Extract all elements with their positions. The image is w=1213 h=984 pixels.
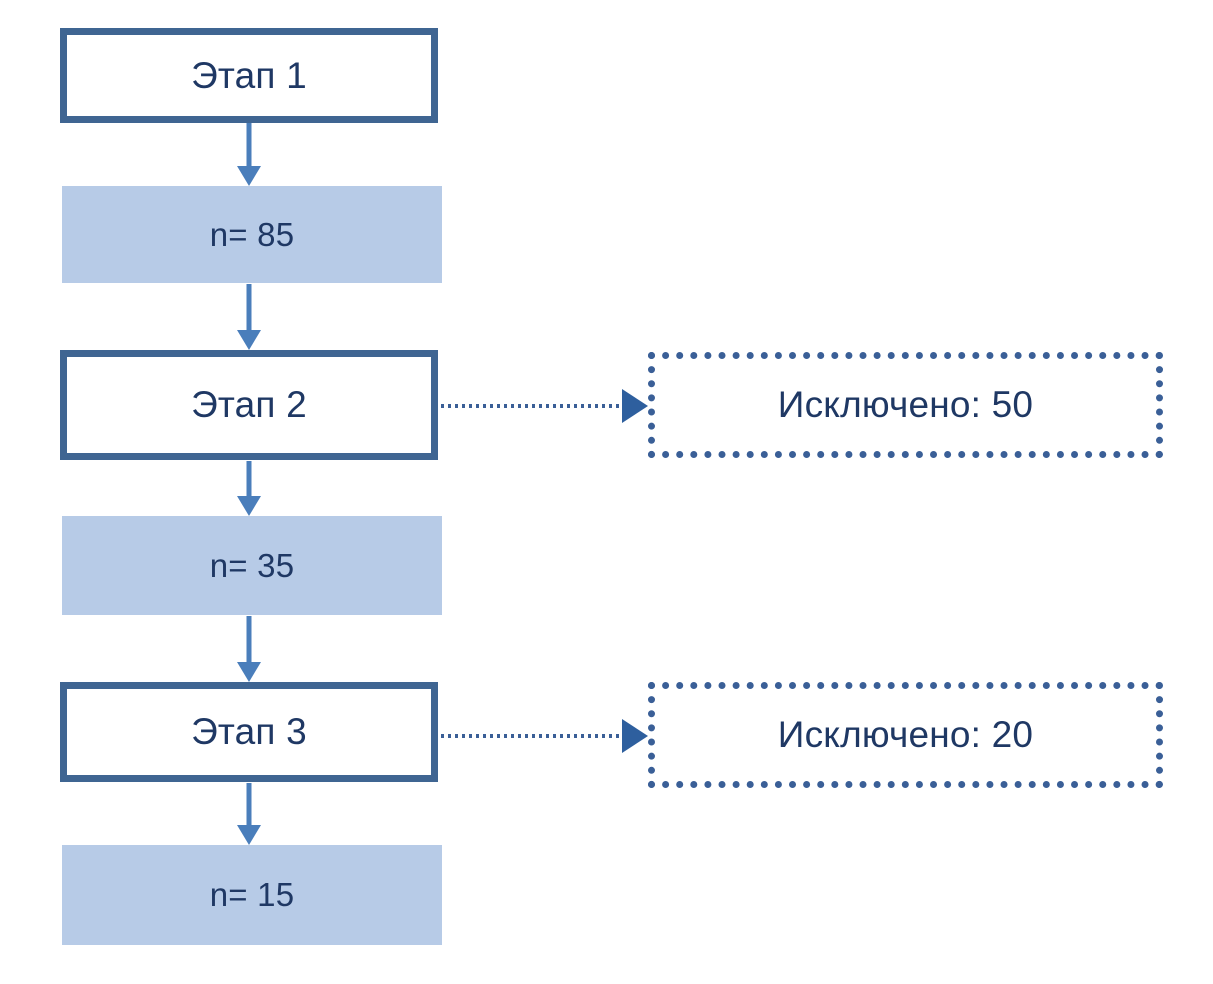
excluded-label-1: Исключено: 50 xyxy=(777,384,1034,425)
excluded-box-2[interactable]: Исключено: 20 xyxy=(648,682,1163,788)
stage-box-1[interactable]: Этап 1 xyxy=(60,28,438,123)
count-label-2: n= 35 xyxy=(209,546,295,584)
arrow-head-icon xyxy=(237,166,261,186)
excluded-label-2: Исключено: 20 xyxy=(777,714,1034,755)
arrow-shaft xyxy=(246,783,252,825)
stage-box-3[interactable]: Этап 3 xyxy=(60,682,438,782)
count-label-1: n= 85 xyxy=(209,215,295,253)
arrow-dotted-shaft xyxy=(441,734,624,738)
arrow-head-icon xyxy=(237,330,261,350)
arrow-stage1-to-count1 xyxy=(229,123,269,186)
stage-label-2: Этап 2 xyxy=(191,384,307,425)
count-label-3: n= 15 xyxy=(209,876,295,913)
stage-label-1: Этап 1 xyxy=(191,54,307,96)
arrow-dotted-shaft xyxy=(441,404,624,408)
arrow-shaft xyxy=(246,616,252,662)
arrow-count2-to-stage3 xyxy=(229,616,269,682)
arrow-shaft xyxy=(246,461,252,496)
arrow-head-icon xyxy=(237,662,261,682)
arrow-stage3-to-excluded2 xyxy=(441,718,648,754)
count-box-2[interactable]: n= 35 xyxy=(62,516,442,615)
excluded-box-1[interactable]: Исключено: 50 xyxy=(648,352,1163,458)
stage-label-3: Этап 3 xyxy=(191,711,307,752)
arrow-head-icon xyxy=(237,825,261,845)
count-box-1[interactable]: n= 85 xyxy=(62,186,442,283)
arrow-shaft xyxy=(246,284,252,330)
arrow-stage2-to-excluded1 xyxy=(441,388,648,424)
stage-box-2[interactable]: Этап 2 xyxy=(60,350,438,460)
arrow-stage3-to-count3 xyxy=(229,783,269,845)
arrow-count1-to-stage2 xyxy=(229,284,269,350)
arrow-shaft xyxy=(246,123,252,166)
arrow-head-icon xyxy=(622,389,648,423)
count-box-3[interactable]: n= 15 xyxy=(62,845,442,945)
arrow-head-icon xyxy=(622,719,648,753)
arrow-head-icon xyxy=(237,496,261,516)
arrow-stage2-to-count2 xyxy=(229,461,269,516)
